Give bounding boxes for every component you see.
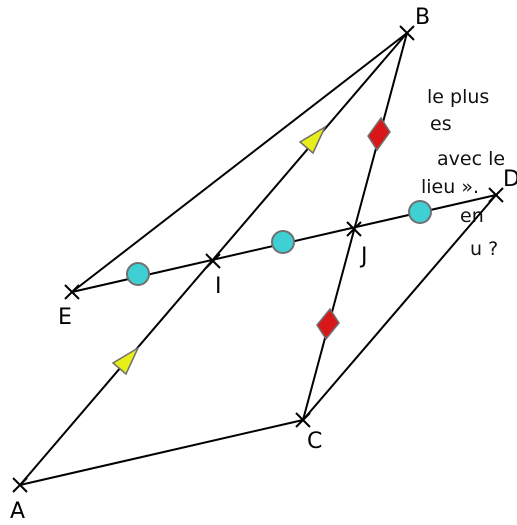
text-fragment-5: en [460,205,484,227]
point-J-cross [346,221,362,237]
point-E-cross [64,284,80,300]
point-A-cross [12,477,28,493]
text-fragment-4: lieu ». [421,176,479,198]
segment-CB [302,32,408,421]
equal-mark-circle-JD [408,200,432,224]
text-fragment-2: es [430,113,452,135]
label-B: B [415,5,430,30]
text-fragment-6: u ? [470,238,499,260]
equal-mark-circle-IJ [271,230,295,254]
point-D-cross [488,187,504,203]
equal-mark-circle-EI [126,262,150,286]
segment-AB [19,32,408,486]
point-B-cross [399,25,415,41]
text-fragment-1: le plus [427,86,490,108]
label-E: E [58,305,72,330]
parallel-mark-triangle-IB [298,125,327,155]
segment-EB [71,32,408,293]
equal-mark-diamond-CJ [316,307,340,341]
parallel-mark-triangle-AI [111,346,140,376]
label-D: D [503,167,517,192]
label-J: J [359,244,368,269]
label-I: I [215,274,222,299]
label-C: C [307,429,322,454]
segment-AC [19,419,304,486]
equal-mark-diamond-JB [367,116,391,152]
segment-CD [302,194,497,421]
point-I-cross [205,253,221,269]
text-fragment-3: avec le [437,148,506,170]
label-A: A [10,499,25,524]
point-C-cross [295,412,311,428]
